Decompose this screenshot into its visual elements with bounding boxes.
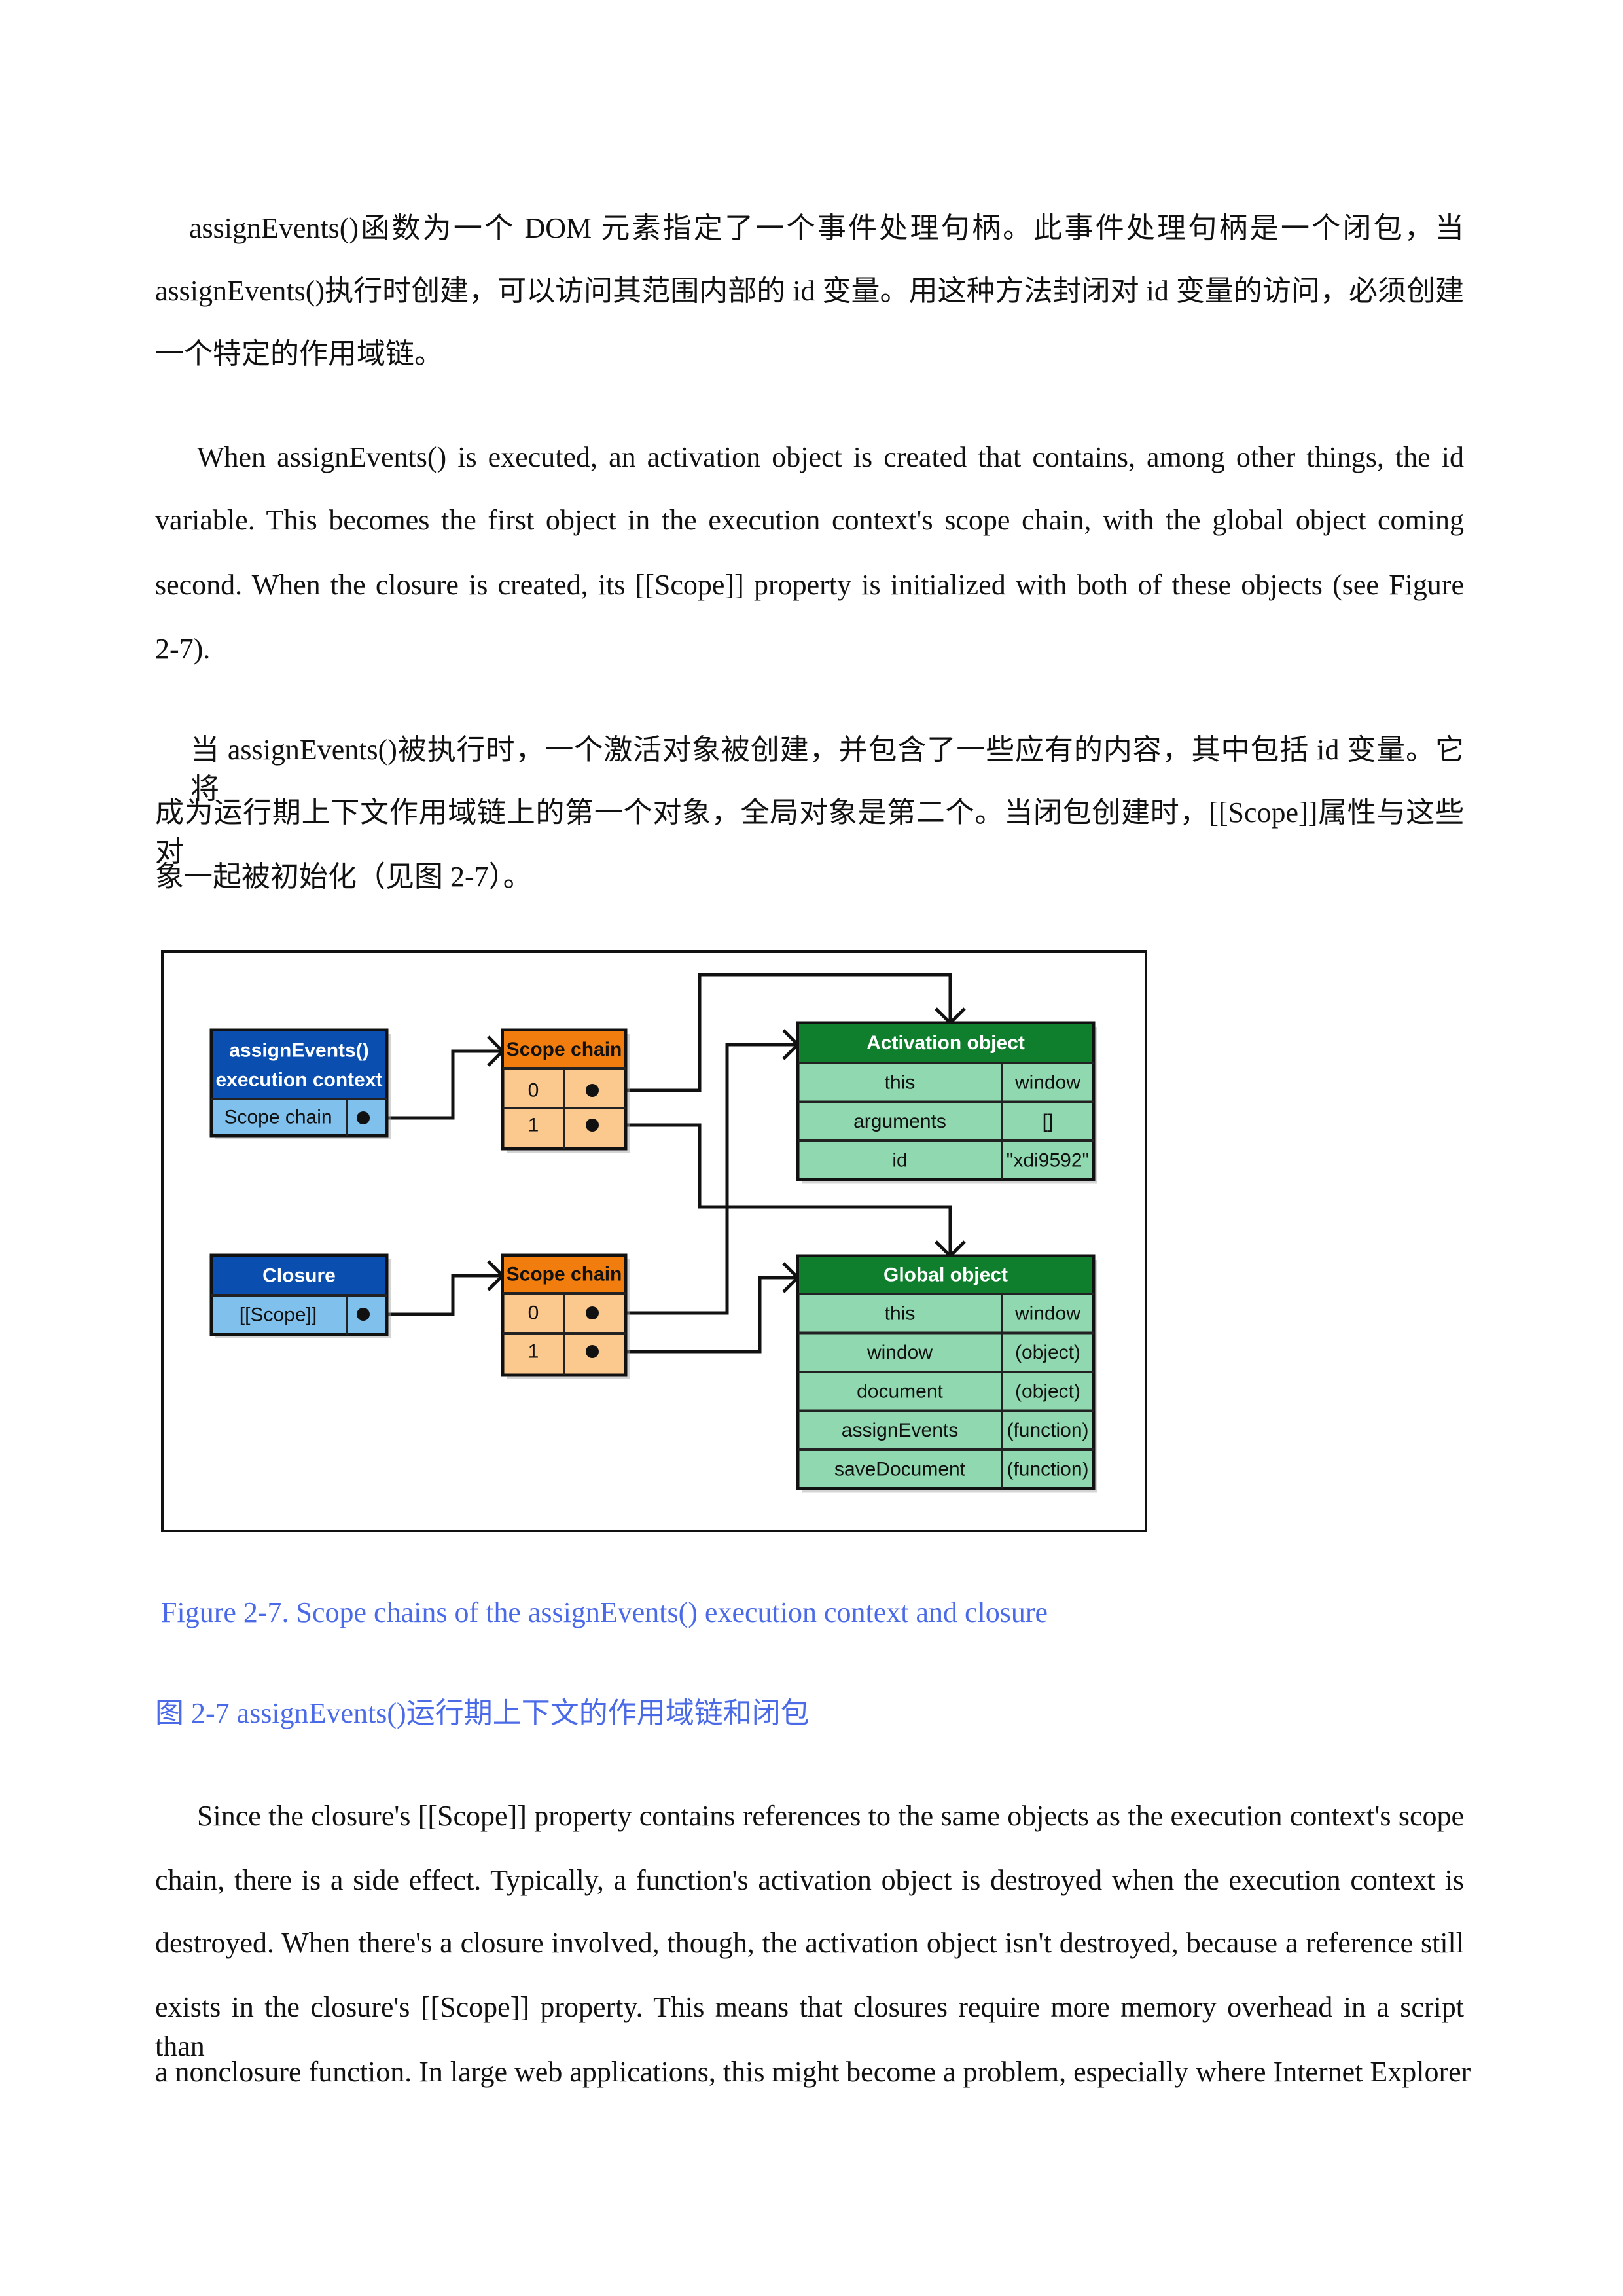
paragraph-line: variable. This becomes the first object … — [155, 504, 1464, 536]
property-name: this — [885, 1302, 916, 1324]
pointer-dot — [586, 1084, 599, 1097]
pointer-dot — [586, 1306, 599, 1319]
paragraph-line: destroyed. When there's a closure involv… — [155, 1927, 1464, 1959]
paragraph-line: assignEvents()函数为一个 DOM 元素指定了一个事件处理句柄。此事… — [189, 212, 1464, 244]
scope-chain-index: 1 — [528, 1115, 539, 1136]
paragraph-line: assignEvents()执行时创建，可以访问其范围内部的 id 变量。用这种… — [155, 275, 1464, 307]
connector-line — [363, 1049, 503, 1120]
property-value: (function) — [1007, 1458, 1088, 1480]
scope-chain-index: 0 — [528, 1302, 539, 1324]
pointer-dot — [586, 1345, 599, 1358]
property-name: document — [857, 1380, 943, 1402]
closure-scope-label: [[Scope]] — [240, 1304, 317, 1326]
scope-chain-title: Scope chain — [507, 1264, 622, 1285]
scope-chain-index: 1 — [528, 1341, 539, 1363]
property-name: assignEvents — [842, 1420, 958, 1441]
scope-chain-header — [504, 1031, 624, 1069]
property-value: window — [1014, 1302, 1080, 1324]
figure-caption-zh: 图 2-7 assignEvents()运行期上下文的作用域链和闭包 — [155, 1697, 810, 1729]
property-name: window — [866, 1342, 933, 1363]
global_object-title: Global object — [883, 1265, 1008, 1286]
paragraph-line: 当 assignEvents()被执行时，一个激活对象被创建，并包含了一些应有的… — [190, 734, 1464, 805]
closure-header — [213, 1257, 385, 1295]
scope-chain-index: 0 — [528, 1080, 539, 1102]
property-value: (function) — [1007, 1420, 1088, 1441]
paragraph-line: When assignEvents() is executed, an acti… — [197, 441, 1464, 473]
connector-line — [592, 1043, 798, 1315]
paragraph-line: chain, there is a side effect. Typically… — [155, 1864, 1464, 1896]
paragraph-line: 象一起被初始化（见图 2-7）。 — [155, 861, 532, 893]
activation_object-title: Activation object — [866, 1032, 1025, 1054]
property-value: window — [1014, 1071, 1080, 1093]
paragraph-line: 2-7). — [155, 633, 211, 665]
exec-context-header — [213, 1031, 385, 1099]
global_object-header — [799, 1257, 1092, 1294]
connector-line — [592, 1276, 798, 1354]
activation_object-header — [799, 1024, 1092, 1063]
connector-line — [363, 1274, 503, 1316]
paragraph-line: 成为运行期上下文作用域链上的第一个对象，全局对象是第二个。当闭包创建时，[[Sc… — [155, 797, 1464, 868]
pointer-dot — [357, 1111, 370, 1124]
paragraph-line: Since the closure's [[Scope]] property c… — [197, 1800, 1464, 1832]
paragraph-line: exists in the closure's [[Scope]] proper… — [155, 1991, 1464, 2062]
property-name: id — [892, 1149, 907, 1171]
paragraph-line: 一个特定的作用域链。 — [155, 338, 443, 370]
exec-context-title: assignEvents() — [229, 1040, 368, 1062]
connector-line — [592, 973, 952, 1092]
closure-title: Closure — [262, 1265, 336, 1287]
scope-chain-header — [504, 1257, 624, 1293]
exec-context-scope-chain-label: Scope chain — [224, 1107, 332, 1128]
property-value: "xdi9592" — [1007, 1149, 1089, 1171]
connector-line — [592, 1123, 952, 1256]
property-name: saveDocument — [834, 1458, 966, 1480]
property-value: [] — [1043, 1111, 1054, 1132]
property-value: (object) — [1015, 1380, 1080, 1402]
pointer-dot — [357, 1308, 370, 1321]
paragraph-line: second. When the closure is created, its… — [155, 569, 1464, 601]
property-name: this — [885, 1071, 916, 1093]
exec-context-title: execution context — [215, 1069, 382, 1091]
property-value: (object) — [1015, 1342, 1080, 1363]
paragraph-line: a nonclosure function. In large web appl… — [155, 2056, 1471, 2088]
pointer-dot — [586, 1119, 599, 1132]
property-name: arguments — [853, 1111, 946, 1132]
figure-caption-en: Figure 2-7. Scope chains of the assignEv… — [161, 1596, 1048, 1628]
scope-chain-title: Scope chain — [507, 1039, 622, 1060]
